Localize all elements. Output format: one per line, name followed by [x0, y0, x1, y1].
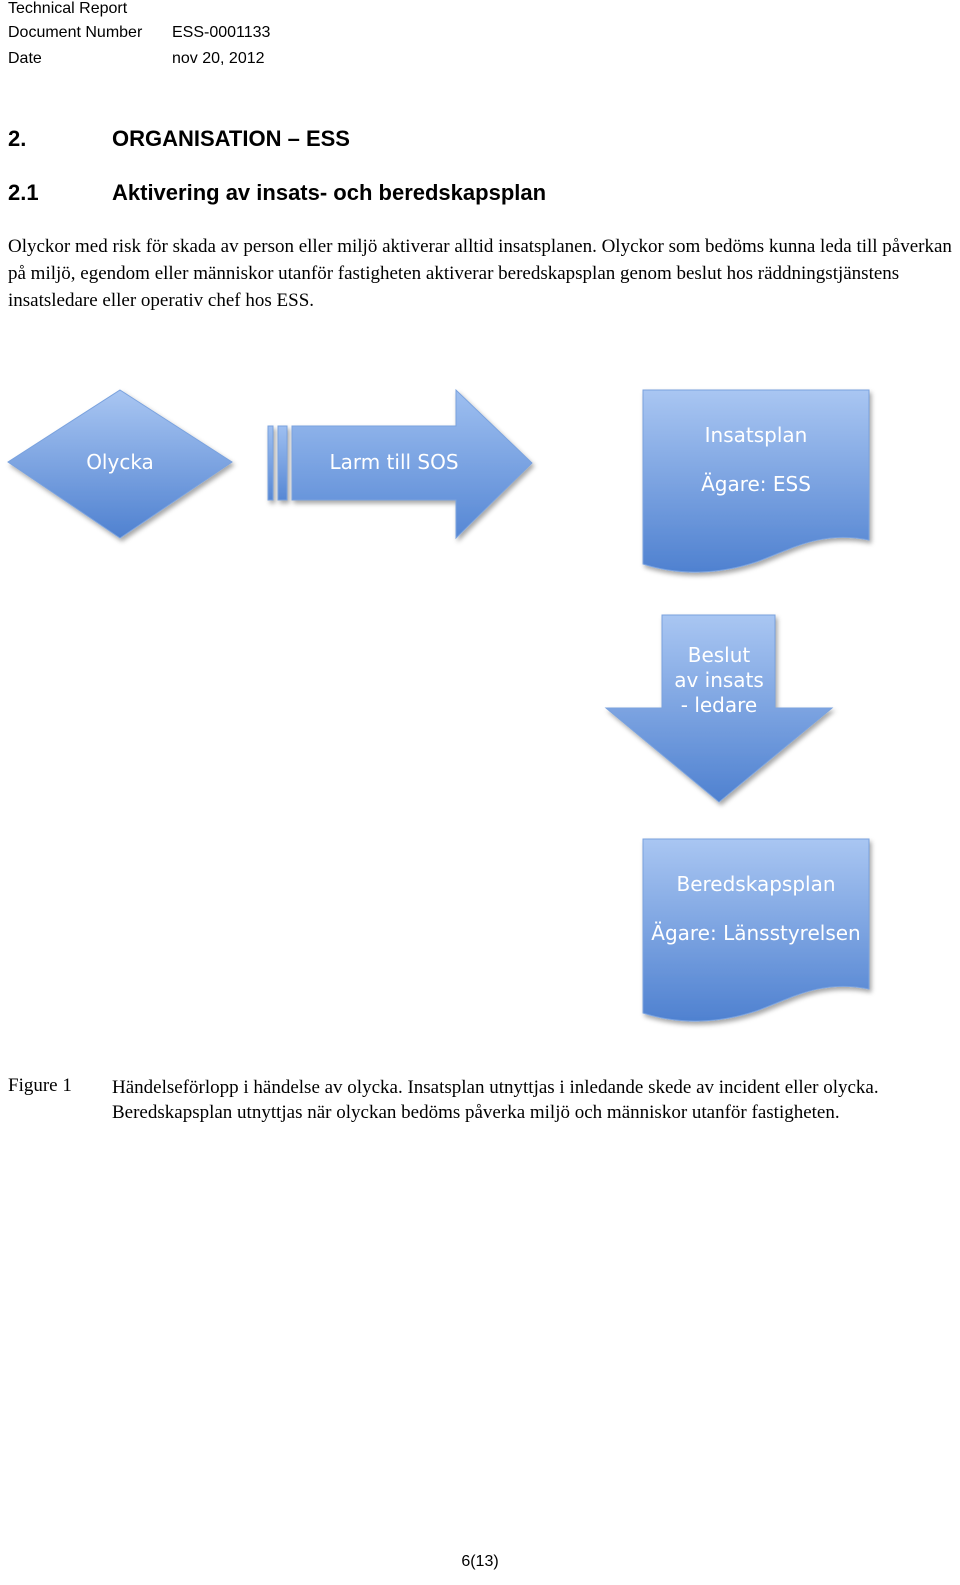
date-value: nov 20, 2012 [172, 50, 265, 67]
subsection-number: 2.1 [8, 180, 39, 205]
flow-diagram: Olycka Larm till SOS Insatsplan Ägare: E… [7, 388, 870, 1022]
body-paragraph: Olyckor med risk för skada av person ell… [8, 236, 952, 311]
insatsplan-owner: Ägare: ESS [701, 472, 811, 496]
beslut-line-2: av insats [674, 668, 764, 692]
beslut-line-3: - ledare [681, 693, 757, 717]
insatsplan-document: Insatsplan Ägare: ESS [642, 389, 870, 573]
beslut-arrow: Beslut av insats - ledare [604, 614, 834, 803]
beredskapsplan-title: Beredskapsplan [676, 872, 835, 896]
report-type: Technical Report [8, 0, 128, 17]
olycka-label: Olycka [86, 450, 154, 474]
page-number: 6(13) [461, 1553, 499, 1570]
larm-arrow: Larm till SOS [267, 388, 533, 540]
beslut-line-1: Beslut [688, 643, 751, 667]
larm-label: Larm till SOS [329, 450, 458, 474]
insatsplan-title: Insatsplan [705, 423, 808, 447]
figure-caption: Händelseförlopp i händelse av olycka. In… [112, 1077, 879, 1123]
doc-number-value: ESS-0001133 [172, 24, 271, 41]
olycka-diamond: Olycka [7, 389, 233, 539]
date-label: Date [8, 50, 42, 67]
beredskapsplan-owner: Ägare: Länsstyrelsen [651, 921, 860, 945]
subsection-title: Aktivering av insats- och beredskapsplan [112, 180, 547, 205]
doc-number-label: Document Number [8, 24, 143, 41]
section-title: ORGANISATION – ESS [112, 126, 350, 151]
section-number: 2. [8, 126, 27, 151]
beredskapsplan-document: Beredskapsplan Ägare: Länsstyrelsen [642, 838, 870, 1022]
figure-label: Figure 1 [8, 1075, 72, 1096]
